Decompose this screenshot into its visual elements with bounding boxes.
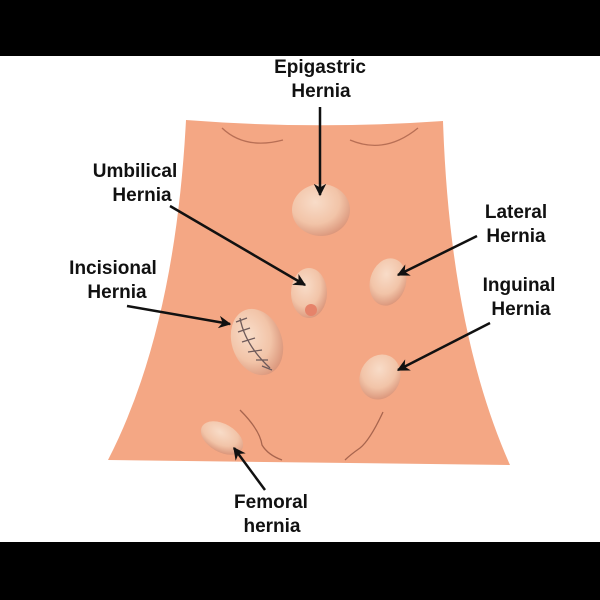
- epigastric-bulge: [292, 184, 350, 236]
- chest-line-left: [221, 127, 284, 144]
- femoral-label-1: Femoral: [234, 492, 308, 513]
- incisional-bulge: [230, 308, 284, 376]
- incision-stitches: [235, 317, 273, 371]
- umbilical-label-1: Umbilical: [93, 161, 177, 182]
- lateral-label-2: Hernia: [486, 226, 546, 247]
- inguinal-bulge: [359, 354, 401, 400]
- bottom-black-band: [0, 542, 600, 600]
- incisional-label-1: Incisional: [69, 258, 157, 279]
- groin-line-left: [239, 409, 283, 461]
- incisional-arrow: [126, 304, 232, 329]
- inguinal-arrow: [396, 321, 491, 372]
- groin-line-right: [344, 411, 384, 461]
- epigastric-label-2: Hernia: [291, 81, 351, 102]
- lateral-label-1: Lateral: [485, 202, 547, 223]
- top-black-band: [0, 0, 600, 56]
- femoral-label-2: hernia: [243, 516, 300, 537]
- femoral-bulge: [200, 421, 244, 455]
- femoral-arrow: [232, 446, 267, 491]
- epigastric-label-1: Epigastric: [274, 57, 366, 78]
- inguinal-label-2: Hernia: [491, 299, 551, 320]
- lateral-arrow: [396, 234, 478, 277]
- navel: [305, 304, 317, 316]
- umbilical-arrow: [169, 204, 307, 287]
- umbilical-label-2: Hernia: [112, 185, 172, 206]
- incisional-label-2: Hernia: [87, 282, 147, 303]
- chest-line-right: [349, 127, 419, 146]
- inguinal-label-1: Inguinal: [483, 275, 556, 296]
